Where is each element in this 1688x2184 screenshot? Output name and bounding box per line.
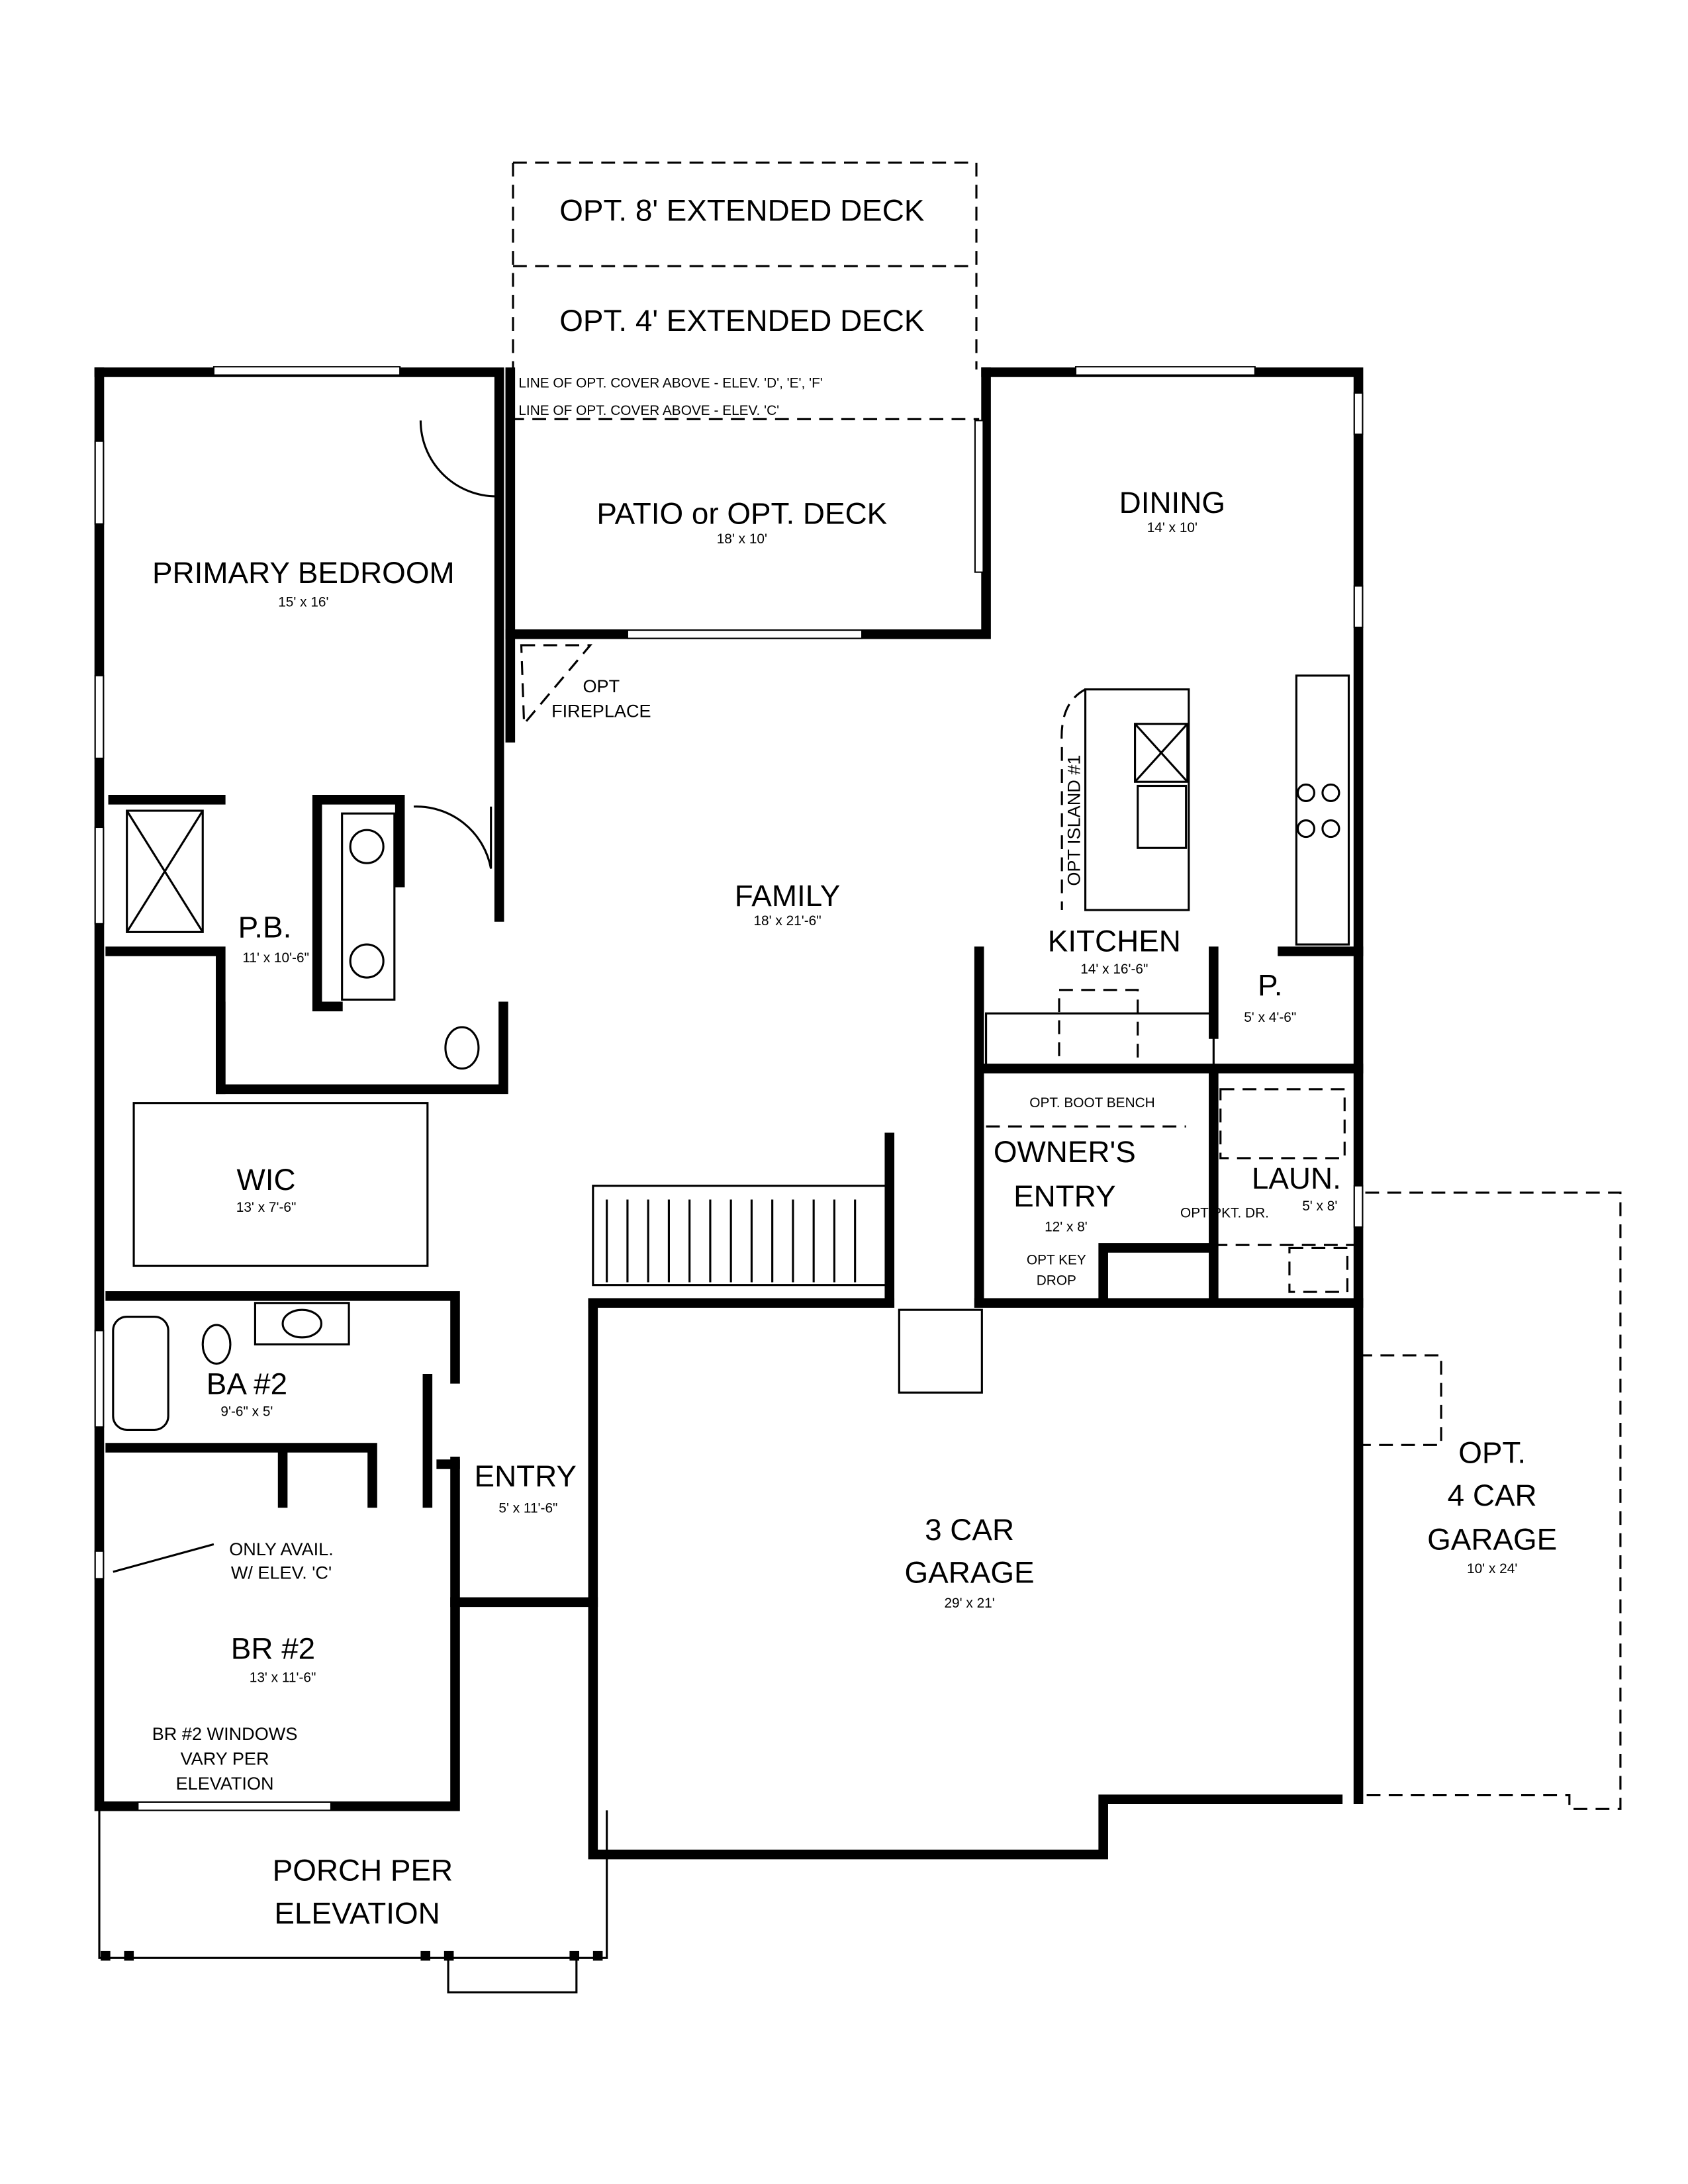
optional-decks: OPT. 8' EXTENDED DECK OPT. 4' EXTENDED D… (510, 161, 980, 420)
garage3-size: 29' x 21' (944, 1596, 994, 1611)
porch (98, 1810, 608, 1993)
br2-size: 13' x 11'-6" (250, 1670, 316, 1686)
patio-size: 18' x 10' (717, 531, 767, 547)
garage4-name-3: GARAGE (1427, 1523, 1557, 1557)
opt-fireplace-label-2: FIREPLACE (551, 700, 651, 721)
owners-entry-name-2: ENTRY (1013, 1179, 1116, 1213)
dining-size: 14' x 10' (1147, 520, 1197, 535)
cover-line-def-label: LINE OF OPT. COVER ABOVE - ELEV. 'D', 'E… (518, 375, 822, 390)
opt-8-deck-label: OPT. 8' EXTENDED DECK (559, 193, 925, 227)
garage4-size: 10' x 24' (1467, 1561, 1517, 1576)
br2-windows-label-3: ELEVATION (176, 1773, 274, 1794)
garage4-name-2: 4 CAR (1448, 1479, 1537, 1512)
laundry-name: LAUN. (1252, 1161, 1341, 1195)
owners-entry-name-1: OWNER'S (994, 1135, 1136, 1169)
primary-bedroom-size: 15' x 16' (278, 595, 328, 610)
bath2-size: 9'-6" x 5' (220, 1404, 273, 1420)
br2-name: BR #2 (231, 1631, 315, 1665)
owners-entry-size: 12' x 8' (1045, 1219, 1088, 1234)
fixtures (112, 420, 1359, 1431)
opt-island-label: OPT ISLAND #1 (1063, 755, 1084, 886)
entry-name: ENTRY (475, 1459, 577, 1493)
family-name: FAMILY (735, 879, 841, 913)
opt-4-deck-label: OPT. 4' EXTENDED DECK (559, 304, 925, 338)
pantry-size: 5' x 4'-6" (1244, 1010, 1296, 1025)
kitchen-name: KITCHEN (1048, 925, 1181, 958)
laundry-size: 5' x 8' (1302, 1199, 1337, 1214)
entry-size: 5' x 11'-6" (498, 1500, 557, 1516)
wic-name: WIC (237, 1163, 296, 1197)
only-avail-label-1: ONLY AVAIL. (229, 1539, 334, 1559)
primary-bath-name: P.B. (238, 911, 292, 944)
cover-line-c-label: LINE OF OPT. COVER ABOVE - ELEV. 'C' (518, 403, 779, 418)
walls (94, 367, 1364, 1860)
porch-label-1: PORCH PER (273, 1854, 453, 1888)
opt-boot-bench-label: OPT. BOOT BENCH (1029, 1095, 1154, 1111)
garage3-name-1: 3 CAR (925, 1513, 1014, 1547)
primary-bedroom-name: PRIMARY BEDROOM (152, 556, 455, 590)
br2-windows-label-1: BR #2 WINDOWS (152, 1723, 298, 1744)
pantry-name: P. (1258, 968, 1282, 1002)
dining-name: DINING (1119, 486, 1225, 520)
garage4-name-1: OPT. (1458, 1435, 1526, 1469)
porch-label-2: ELEVATION (274, 1896, 440, 1930)
family-size: 18' x 21'-6" (753, 913, 821, 929)
opt-key-drop-1: OPT KEY (1027, 1252, 1086, 1267)
windows (94, 366, 1364, 1811)
opt-pocket-door-label: OPT PKT. DR. (1180, 1206, 1269, 1221)
primary-bath-size: 11' x 10'-6" (242, 950, 309, 966)
only-avail-label-2: W/ ELEV. 'C' (231, 1562, 332, 1582)
opt-key-drop-2: DROP (1037, 1273, 1076, 1289)
optional-4-car-garage (1357, 1191, 1622, 1810)
opt-fireplace-label-1: OPT (583, 676, 620, 696)
br2-windows-label-2: VARY PER (181, 1749, 269, 1769)
room-labels: PATIO or OPT. DECK 18' x 10' DINING 14' … (152, 486, 1557, 1930)
patio-name: PATIO or OPT. DECK (596, 497, 887, 531)
wic-size: 13' x 7'-6" (236, 1200, 297, 1215)
garage3-name-2: GARAGE (905, 1556, 1035, 1590)
kitchen-size: 14' x 16'-6" (1080, 962, 1148, 977)
bath2-name: BA #2 (207, 1367, 287, 1400)
leader-arrow (113, 1543, 214, 1573)
